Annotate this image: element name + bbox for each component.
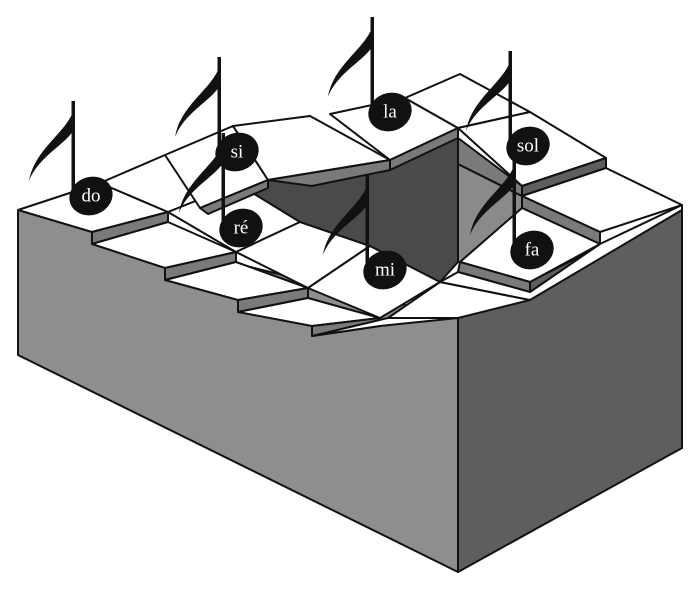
note-stem-fa: [512, 155, 516, 247]
note-head-la: [368, 92, 412, 132]
note-label-re: ré: [234, 218, 249, 239]
note-head-fa: [510, 230, 554, 270]
note-la: la: [328, 17, 412, 132]
step-si-riser: [199, 179, 269, 215]
note-label-fa: fa: [525, 240, 540, 261]
notes-group: do ré mi fa sol la si: [29, 17, 554, 290]
note-label-si: si: [231, 142, 244, 163]
note-stem-sol: [508, 51, 512, 143]
note-head-sol: [506, 126, 550, 166]
note-sol: sol: [466, 51, 550, 166]
note-label-mi: mi: [375, 260, 395, 281]
note-do: do: [29, 101, 113, 216]
note-label-do: do: [82, 186, 101, 207]
note-re: ré: [179, 133, 263, 248]
note-si: si: [175, 57, 259, 172]
note-flag-do: [29, 101, 75, 181]
note-flag-la: [328, 17, 374, 97]
note-stem-mi: [365, 175, 369, 267]
step-right-bottom: [439, 204, 683, 301]
note-label-la: la: [383, 102, 397, 123]
note-stem-re: [221, 133, 225, 225]
note-fa: fa: [470, 155, 554, 270]
note-label-sol: sol: [517, 136, 539, 157]
note-head-mi: [363, 250, 407, 290]
note-stem-si: [217, 57, 221, 149]
note-flag-si: [175, 57, 221, 137]
note-head-si: [215, 132, 259, 172]
note-flag-re: [179, 133, 225, 213]
note-flag-mi: [323, 175, 369, 255]
note-mi: mi: [323, 175, 407, 290]
note-flag-fa: [470, 155, 516, 235]
note-head-do: [69, 176, 113, 216]
note-flag-sol: [466, 51, 512, 131]
note-stem-la: [370, 17, 374, 109]
note-head-re: [219, 208, 263, 248]
note-stem-do: [71, 101, 75, 193]
